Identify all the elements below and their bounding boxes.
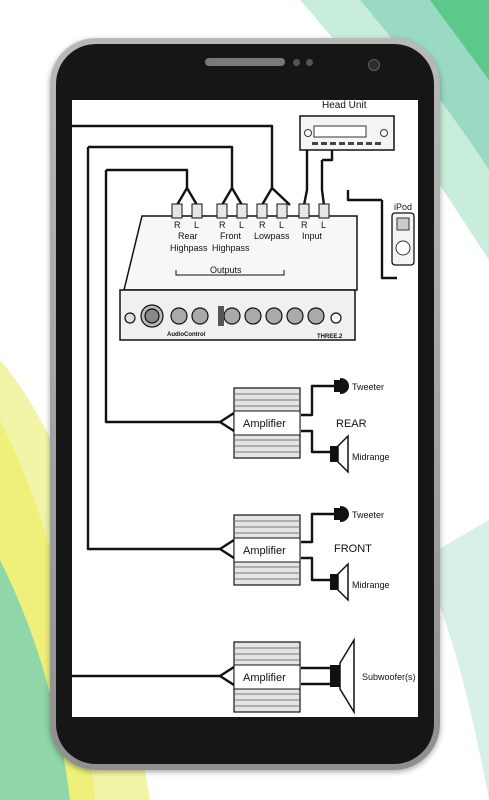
amplifier-sub-label: Amplifier (243, 672, 286, 684)
ipod-label: iPod (394, 202, 412, 212)
amplifier-front-label: Amplifier (243, 545, 286, 557)
lowpass-r-label: R (259, 220, 266, 230)
amplifier-sub: Amplifier (233, 641, 301, 713)
input-r-label: R (301, 220, 308, 230)
subwoofer-icon (330, 637, 355, 715)
outputs-label: Outputs (210, 265, 242, 275)
group-input-label: Input (302, 231, 323, 241)
amplifier-rear: Amplifier (233, 387, 301, 459)
group-rear-label: Rear (178, 231, 198, 241)
rear-midrange-label: Midrange (352, 452, 390, 462)
group-front-sub-label: Highpass (212, 243, 250, 253)
phone-screen: Head Unit iPod R L R L (72, 100, 418, 717)
front-midrange-label: Midrange (352, 580, 390, 590)
front-label: FRONT (334, 543, 372, 555)
sensor-dot (306, 59, 313, 66)
brand-label: AudioControl (167, 332, 206, 338)
model-label: THREE.2 (317, 334, 343, 340)
lowpass-l-label: L (279, 220, 284, 230)
rear-label: REAR (336, 418, 367, 430)
front-r-label: R (219, 220, 226, 230)
subwoofer-label: Subwoofer(s) (362, 672, 416, 682)
head-unit-label: Head Unit (322, 100, 367, 111)
tweeter-icon (334, 378, 349, 394)
input-l-label: L (321, 220, 326, 230)
front-l-label: L (239, 220, 244, 230)
rear-l-label: L (194, 220, 199, 230)
midrange-icon (330, 562, 349, 602)
group-lowpass-label: Lowpass (254, 231, 290, 241)
tweeter-icon (334, 506, 349, 522)
sensor-dot (293, 59, 300, 66)
rear-tweeter-label: Tweeter (352, 382, 384, 392)
speaker-grille (205, 58, 285, 66)
rear-r-label: R (174, 220, 181, 230)
amplifier-front: Amplifier (233, 514, 301, 586)
front-tweeter-label: Tweeter (352, 510, 384, 520)
amplifier-rear-label: Amplifier (243, 418, 286, 430)
group-rear-sub-label: Highpass (170, 243, 208, 253)
wiring-diagram: Head Unit iPod R L R L (72, 100, 416, 715)
group-front-label: Front (220, 231, 242, 241)
midrange-icon (330, 434, 349, 474)
camera-icon (368, 59, 380, 71)
